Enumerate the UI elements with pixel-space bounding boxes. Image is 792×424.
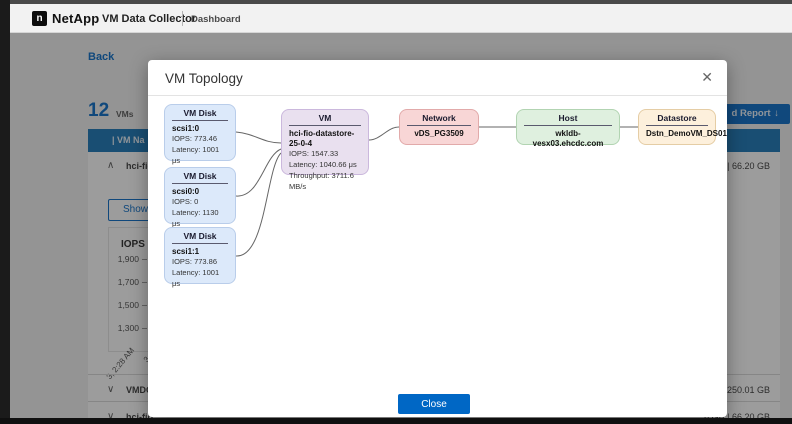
topology-node-network: Network vDS_PG3509 bbox=[399, 109, 479, 145]
node-name: wkldb-vesx03.ehcdc.com bbox=[532, 129, 604, 148]
node-type-label: VM Disk bbox=[172, 108, 228, 121]
node-iops: IOPS: 0 bbox=[172, 197, 199, 206]
vm-count-unit: VMs bbox=[116, 109, 134, 119]
table-row[interactable]: ∨ VMDC 1 GB | 250.01 GB bbox=[88, 377, 780, 403]
node-name: Dstn_DemoVM_DS01 bbox=[646, 129, 727, 138]
modal-title-separator bbox=[148, 95, 727, 96]
app-title: VM Data Collector bbox=[102, 13, 197, 25]
row-vm-name: VMDC bbox=[126, 385, 153, 395]
node-type-label: Network bbox=[407, 113, 471, 126]
chevron-down-icon[interactable]: ∨ bbox=[107, 411, 115, 422]
nav-dashboard[interactable]: Dashboard bbox=[191, 14, 241, 25]
close-button[interactable]: Close bbox=[398, 394, 470, 414]
y-axis-tick: 1,500 bbox=[111, 300, 147, 310]
node-type-label: Host bbox=[524, 113, 612, 126]
y-axis-tick: 1,300 bbox=[111, 323, 147, 333]
window-frame-left bbox=[0, 0, 10, 424]
node-latency: Latency: 1130 μs bbox=[172, 207, 219, 228]
window-frame-top bbox=[0, 0, 792, 4]
topology-node-vmdisk-scsi1-0: VM Disk scsi1:0 IOPS: 773.46 Latency: 10… bbox=[164, 104, 236, 165]
node-latency: Latency: 1001 μs bbox=[172, 144, 220, 165]
node-name: scsi0:0 bbox=[172, 187, 200, 196]
brand-name: NetApp bbox=[52, 11, 100, 26]
topology-node-vmdisk-scsi1-1: VM Disk scsi1:1 IOPS: 773.86 Latency: 10… bbox=[164, 227, 236, 288]
node-type-label: VM bbox=[289, 113, 361, 126]
table-row[interactable]: ∨ hci-fio 6 GB | 66.20 GB bbox=[88, 404, 780, 424]
row-vm-name: hci-fio- bbox=[126, 161, 156, 171]
topology-node-vm: VM hci-fio-datastore-25-0-4 IOPS: 1547.3… bbox=[281, 109, 369, 191]
node-name: scsi1:1 bbox=[172, 247, 200, 256]
node-name: scsi1:0 bbox=[172, 124, 200, 133]
node-type-label: Datastore bbox=[646, 113, 708, 126]
table-row[interactable]: ∧ hci-fio- 6 GB | 66.20 GB bbox=[88, 153, 780, 179]
modal-title: VM Topology bbox=[165, 71, 243, 86]
download-report-label: d Report bbox=[731, 108, 771, 119]
node-iops: IOPS: 773.46 bbox=[172, 134, 218, 143]
node-iops: IOPS: 1547.33 bbox=[289, 149, 339, 158]
y-axis-tick: 1,700 bbox=[111, 277, 147, 287]
topology-connectors bbox=[235, 126, 638, 257]
window-frame-bottom bbox=[0, 418, 792, 424]
row-capacity: 1 GB | 250.01 GB bbox=[699, 385, 770, 395]
node-name: hci-fio-datastore-25-0-4 bbox=[289, 129, 355, 148]
header-divider bbox=[182, 11, 183, 26]
app-header: n NetApp VM Data Collector Dashboard bbox=[10, 4, 792, 33]
netapp-logo: n bbox=[32, 11, 47, 26]
node-type-label: VM Disk bbox=[172, 231, 228, 244]
topology-canvas: VM Disk scsi1:0 IOPS: 773.46 Latency: 10… bbox=[148, 60, 727, 417]
row-capacity: 6 GB | 66.20 GB bbox=[704, 161, 770, 171]
node-iops: IOPS: 773.86 bbox=[172, 257, 218, 266]
y-axis-tick: 1,900 bbox=[111, 254, 147, 264]
close-icon[interactable]: ✕ bbox=[701, 69, 713, 85]
node-throughput: Throughput: 3711.6 MB/s bbox=[289, 170, 354, 191]
chevron-down-icon[interactable]: ∨ bbox=[107, 384, 115, 395]
table-header-label: | VM Na bbox=[112, 135, 145, 145]
node-type-label: VM Disk bbox=[172, 171, 228, 184]
node-name: vDS_PG3509 bbox=[414, 129, 464, 138]
show-topology-label: Show To bbox=[123, 204, 162, 215]
back-link[interactable]: Back bbox=[88, 51, 115, 63]
download-icon: ↓ bbox=[773, 104, 780, 125]
row-vm-name: hci-fio bbox=[126, 412, 153, 422]
topology-node-host: Host wkldb-vesx03.ehcdc.com bbox=[516, 109, 620, 148]
node-latency: Latency: 1001 μs bbox=[172, 267, 220, 288]
chevron-up-icon[interactable]: ∧ bbox=[107, 160, 115, 171]
vm-count: 12 bbox=[88, 100, 110, 121]
row-capacity: 6 GB | 66.20 GB bbox=[704, 412, 770, 422]
topology-node-datastore: Datastore Dstn_DemoVM_DS01 bbox=[638, 109, 727, 145]
node-latency: Latency: 1040.66 μs bbox=[289, 159, 357, 169]
vm-topology-modal: VM Topology ✕ VM Disk scsi1:0 IOPS: 773.… bbox=[148, 60, 727, 417]
topology-node-vmdisk-scsi0-0: VM Disk scsi0:0 IOPS: 0 Latency: 1130 μs bbox=[164, 167, 236, 228]
chart-title: IOPS bbox=[121, 239, 145, 250]
